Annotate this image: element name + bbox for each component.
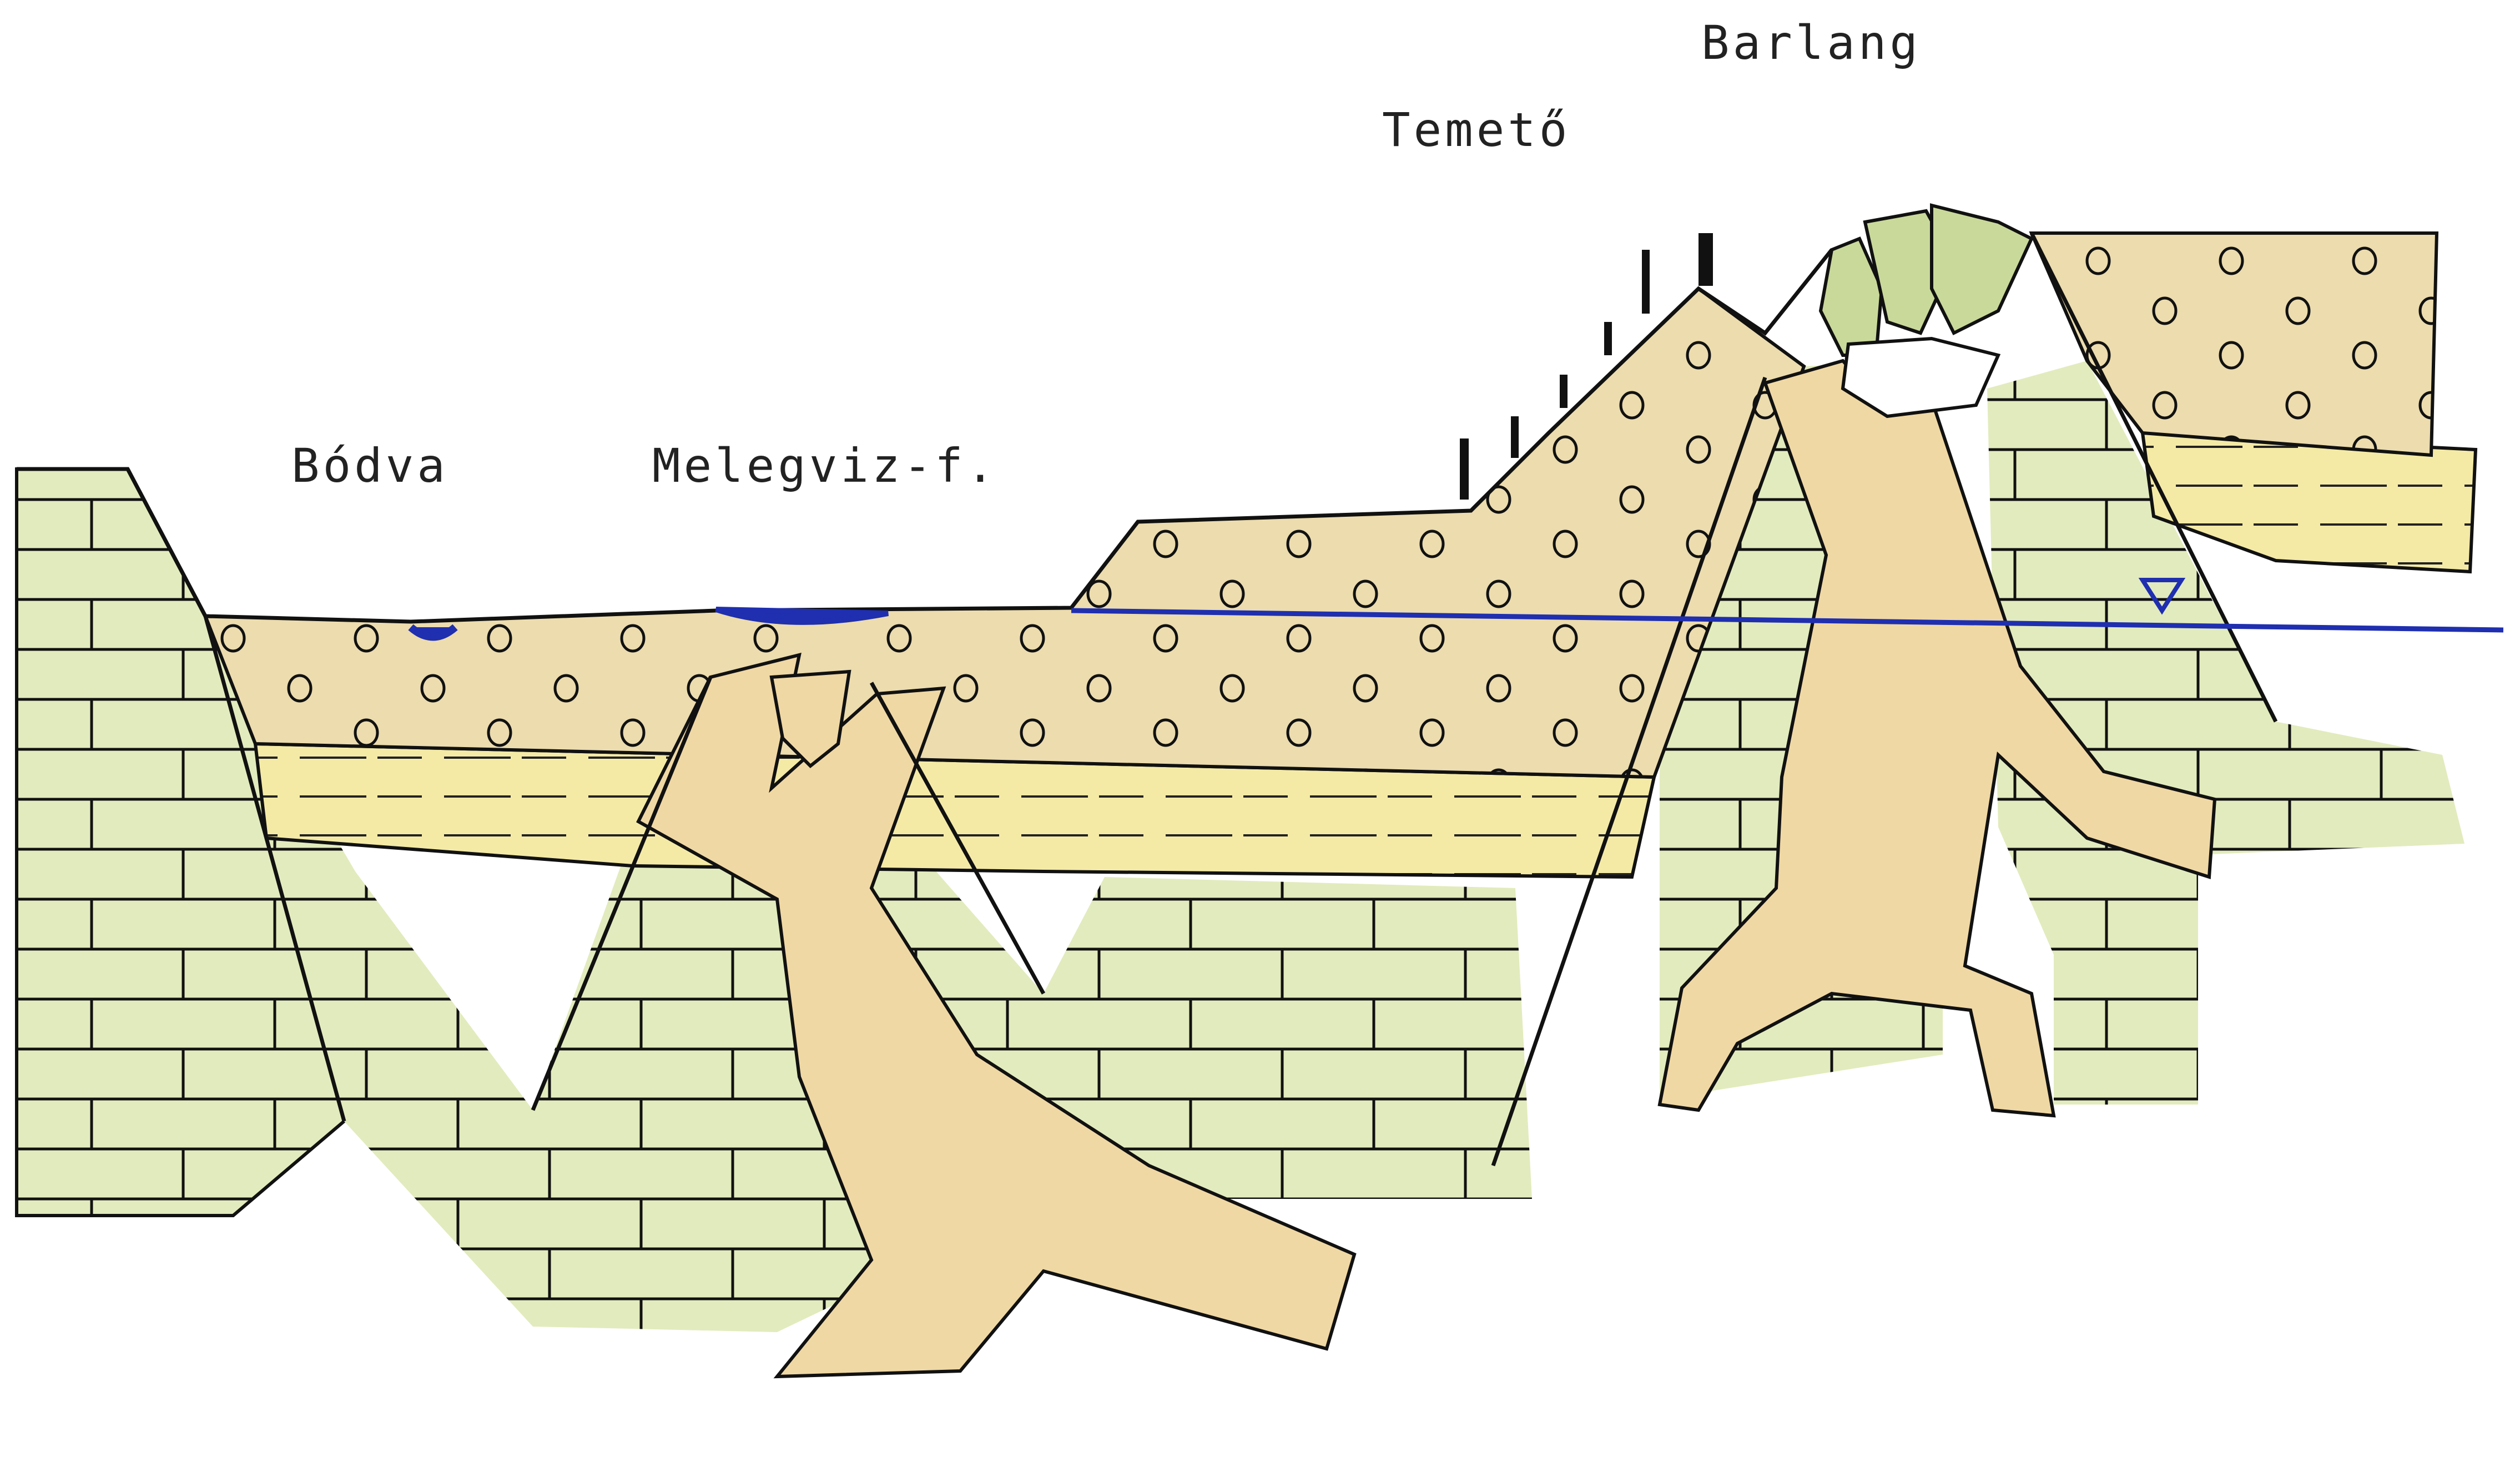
cave-void (1843, 339, 1998, 416)
label-barlang: Barlang (1701, 16, 1921, 70)
river-bodva (411, 627, 455, 637)
gravel-terrace (205, 289, 1804, 777)
collapse-block-3 (1932, 205, 2032, 333)
label-bodva: Bódva (291, 438, 448, 493)
label-melegviz: Melegviz-f. (652, 438, 997, 493)
label-temeto: Temető (1382, 103, 1570, 157)
